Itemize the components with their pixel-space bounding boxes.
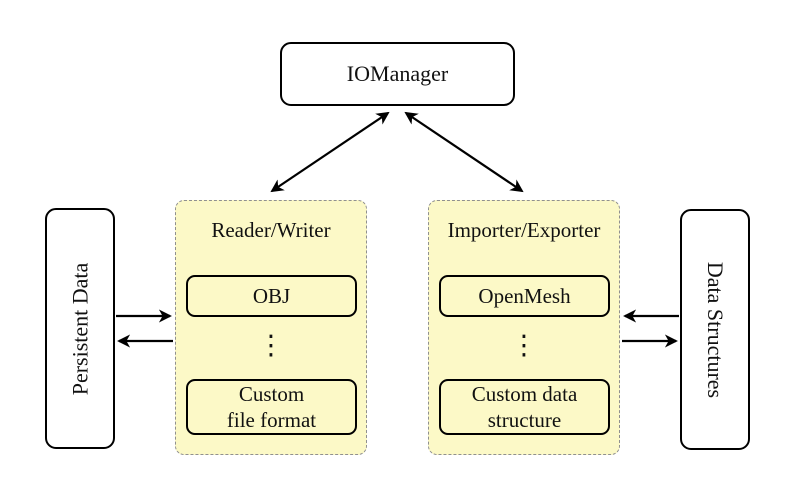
custom-file-format-line1: Custom	[238, 381, 305, 406]
vertical-dots-icon: ⋮	[510, 330, 538, 361]
iomanager-node: IOManager	[280, 42, 515, 106]
obj-label: OBJ	[252, 283, 291, 308]
persistent-data-node: Persistent Data	[45, 208, 115, 449]
reader-writer-group: Reader/Writer OBJ ⋮ Custom file format	[175, 200, 367, 455]
data-structures-label: Data Structures	[703, 261, 729, 398]
data-structures-node: Data Structures	[680, 209, 750, 450]
arrow-iomanager-reader-writer	[270, 111, 390, 193]
custom-file-format-node: Custom file format	[186, 379, 357, 435]
openmesh-label: OpenMesh	[478, 283, 571, 308]
vertical-dots-icon: ⋮	[257, 330, 285, 361]
obj-node: OBJ	[186, 275, 357, 317]
importer-exporter-group: Importer/Exporter OpenMesh ⋮ Custom data…	[428, 200, 620, 455]
importer-exporter-title: Importer/Exporter	[447, 218, 601, 242]
custom-data-structure-node: Custom data structure	[439, 379, 610, 435]
custom-file-format-line2: file format	[226, 408, 317, 432]
custom-data-structure-line1: Custom data	[471, 381, 578, 406]
arrow-iomanager-importer-exporter	[404, 111, 524, 193]
reader-writer-title: Reader/Writer	[211, 218, 331, 242]
iomanager-label: IOManager	[346, 61, 449, 86]
custom-data-structure-line2: structure	[487, 408, 562, 432]
openmesh-node: OpenMesh	[439, 275, 610, 317]
persistent-data-label: Persistent Data	[67, 262, 92, 395]
